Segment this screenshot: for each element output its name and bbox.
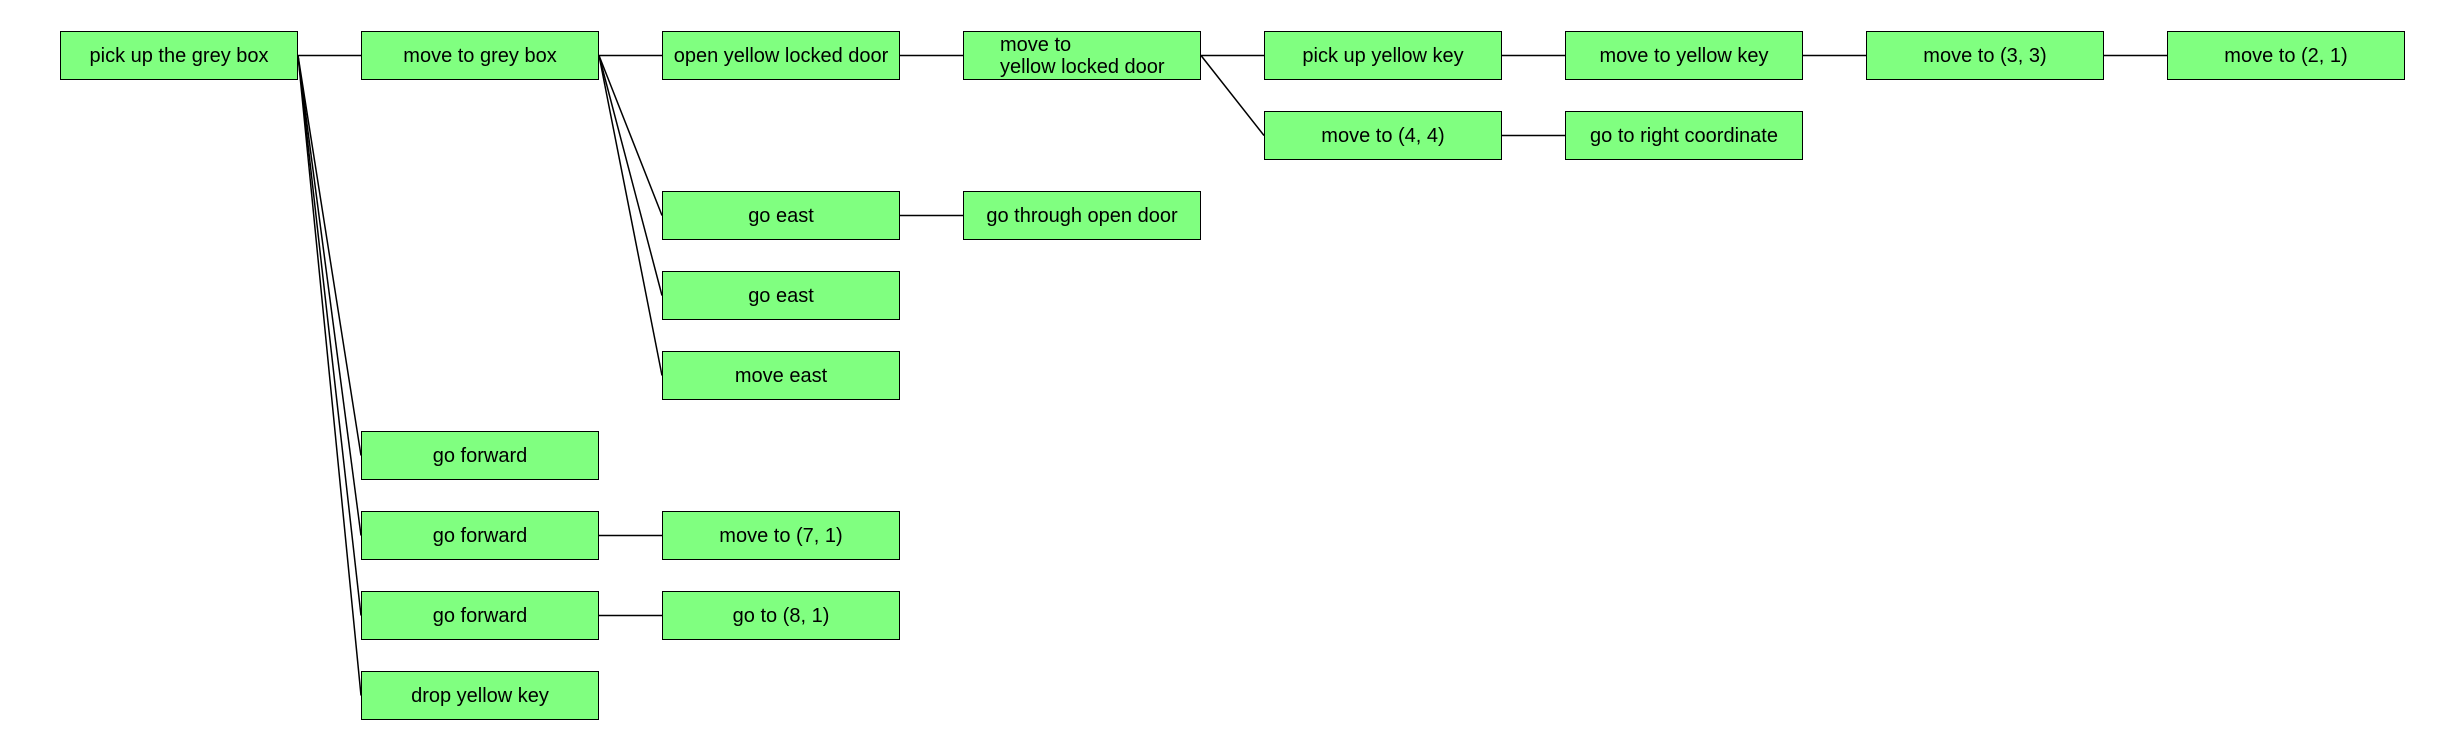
node-move-to-yellow-locked-door: move to yellow locked door [963, 31, 1201, 80]
edge-n1-n12 [598, 55, 663, 296]
node-move-to-3-3: move to (3, 3) [1866, 31, 2104, 80]
node-pick-up-yellow-key: pick up yellow key [1264, 31, 1502, 80]
edge-n1-n10 [598, 55, 663, 216]
node-move-to-yellow-key: move to yellow key [1565, 31, 1803, 80]
edge-n0-n14 [297, 55, 362, 456]
edge-n0-n15 [297, 55, 362, 536]
node-go-east-1: go east [662, 191, 900, 240]
edge-n0-n19 [297, 55, 362, 696]
node-go-to-right-coordinate: go to right coordinate [1565, 111, 1803, 160]
node-go-forward-2: go forward [361, 511, 599, 560]
node-move-to-4-4: move to (4, 4) [1264, 111, 1502, 160]
node-go-forward-1: go forward [361, 431, 599, 480]
node-move-east: move east [662, 351, 900, 400]
edge-n1-n13 [598, 55, 663, 376]
node-move-to-grey-box: move to grey box [361, 31, 599, 80]
node-go-forward-3: go forward [361, 591, 599, 640]
node-go-through-open-door: go through open door [963, 191, 1201, 240]
node-open-yellow-locked-door: open yellow locked door [662, 31, 900, 80]
node-move-to-2-1: move to (2, 1) [2167, 31, 2405, 80]
node-pick-up-grey-box: pick up the grey box [60, 31, 298, 80]
node-go-to-8-1: go to (8, 1) [662, 591, 900, 640]
node-drop-yellow-key: drop yellow key [361, 671, 599, 720]
node-go-east-2: go east [662, 271, 900, 320]
node-move-to-7-1: move to (7, 1) [662, 511, 900, 560]
edge-n3-n8 [1200, 55, 1265, 136]
edge-n0-n17 [297, 55, 362, 616]
